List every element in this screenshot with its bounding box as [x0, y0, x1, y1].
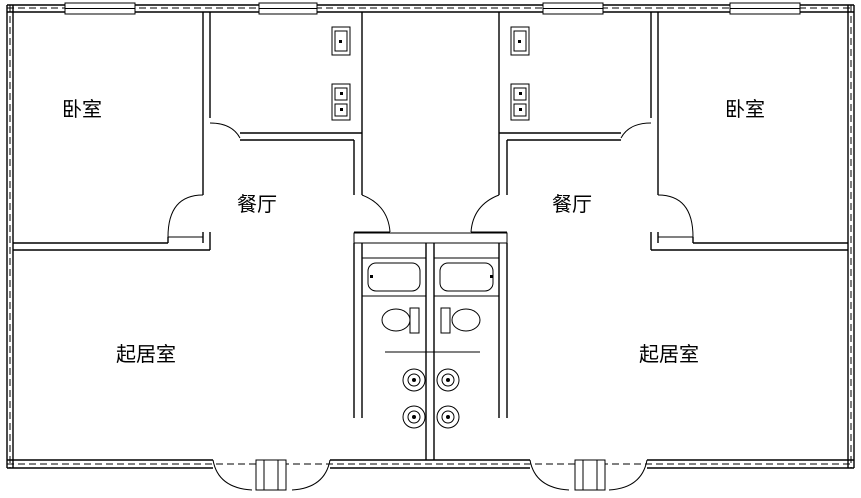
room-label-dining-left: 餐厅 — [237, 192, 277, 216]
room-label-dining-right: 餐厅 — [552, 192, 592, 216]
kitchen-appliances — [331, 26, 530, 121]
top-windows — [64, 2, 801, 15]
room-label-bedroom-left: 卧室 — [62, 97, 102, 121]
washbasins — [402, 368, 460, 429]
room-label-living-right: 起居室 — [639, 342, 699, 366]
bathtubs — [361, 257, 500, 297]
door-swings — [167, 122, 694, 491]
bathroom-walls — [353, 232, 508, 460]
room-label-bedroom-right: 卧室 — [725, 97, 765, 121]
room-label-living-left: 起居室 — [116, 342, 176, 366]
interior-walls-left — [13, 12, 363, 251]
interior-walls-right — [498, 12, 848, 251]
exterior-walls — [6, 4, 855, 469]
toilets — [381, 307, 481, 334]
